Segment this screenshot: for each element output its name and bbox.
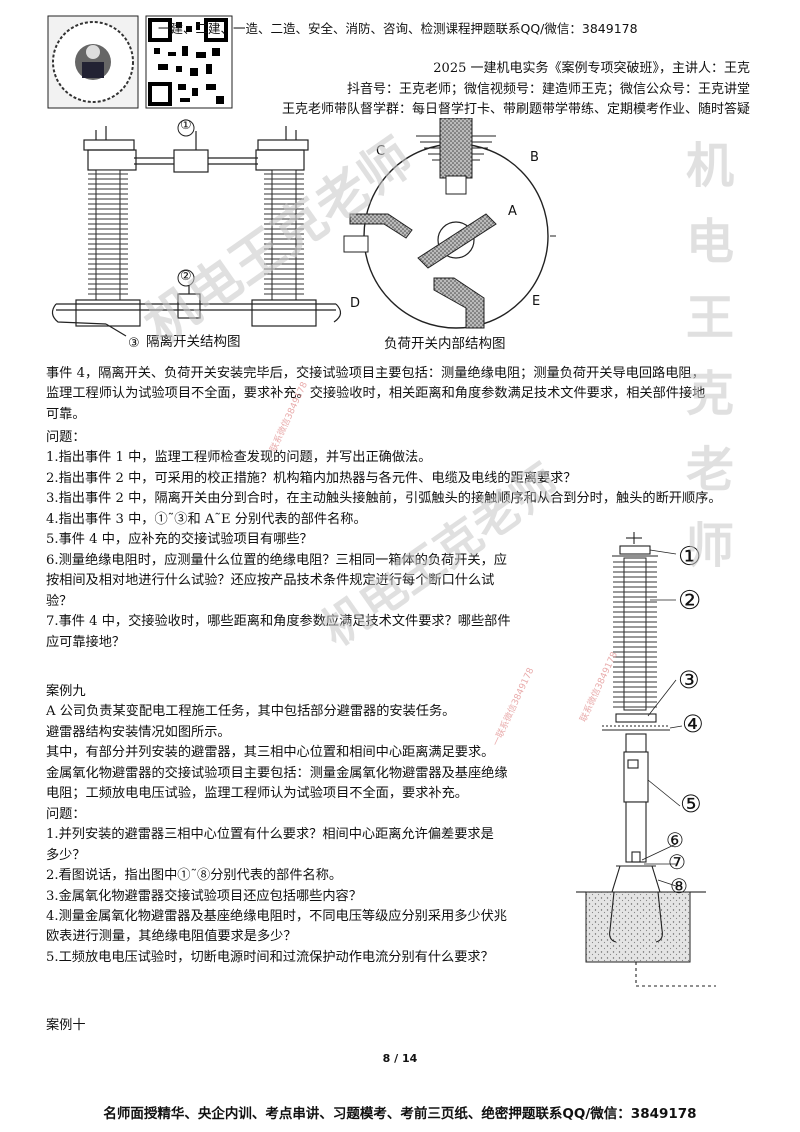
questions-case8: 问题： 1.指出事件 1 中，监理工程师检查发现的问题，并写出正确做法。 2.指… — [46, 428, 722, 653]
arrester-drawing — [576, 532, 716, 987]
question-item: 3.指出事件 2 中，隔离开关由分到合时，在主动触头接触前，引弧触头的接触顺序和… — [46, 491, 722, 507]
question-item: 7.事件 4 中，交接验收时，哪些距离和角度参数应满足技术文件要求？哪些部件 — [46, 614, 511, 630]
isolator-label-3: ③ — [128, 336, 140, 351]
case9-question: 4.测量金属氧化物避雷器及基座绝缘电阻时，不同电压等级应分别采用多少伏兆 — [46, 908, 507, 924]
social-line: 抖音号：王克老师；微信视频号：建造师王克；微信公众号：王克讲堂 — [346, 82, 750, 97]
question-item: 按相间及相对地进行什么试验？还应按产品技术条件规定进行每个断口什么试 — [46, 573, 495, 589]
case9-question: 欧表进行测量，其绝缘电阻值要求是多少？ — [46, 929, 297, 945]
question-item: 6.测量绝缘电阻时，应测量什么位置的绝缘电阻？三相同一箱体的负荷开关，应 — [46, 552, 507, 568]
isolator-switch-drawing — [51, 119, 342, 337]
arrester-label-4: ④ — [682, 710, 704, 738]
case9-line: 电阻；工频放电电压试验，监理工程师认为试验项目不全面，要求补充。 — [46, 786, 468, 802]
case9-question: 3.金属氧化物避雷器交接试验项目还应包括哪些内容？ — [46, 888, 362, 904]
question-item: 2.指出事件 2 中，可采用的校正措施？机构箱内加热器与各元件、电缆及电线的距离… — [46, 470, 577, 486]
load-switch-figure: C B A D E 负荷开关内部结构图 — [336, 117, 576, 358]
case9-question: 1.并列安装的避雷器三相中心位置有什么要求？相间中心距离允许偏差要求是 — [46, 827, 494, 843]
qr-code-image — [46, 12, 236, 112]
loadswitch-label-b: B — [530, 150, 539, 165]
loadswitch-label-a: A — [508, 204, 517, 219]
arrester-label-2: ② — [678, 586, 702, 616]
loadswitch-label-c: C — [376, 144, 386, 159]
loadswitch-caption: 负荷开关内部结构图 — [384, 336, 506, 352]
case9-question: 2.看图说话，指出图中①˜⑧分别代表的部件名称。 — [46, 868, 343, 884]
arrester-label-3: ③ — [678, 666, 700, 694]
isolator-switch-figure: ① ② ③ 隔离开关结构图 — [46, 118, 356, 351]
isolator-label-2: ② — [180, 269, 192, 284]
event4-paragraph: 事件 4，隔离开关、负荷开关安装完毕后，交接试验项目主要包括：测量绝缘电阻；测量… — [46, 364, 705, 425]
qr-code-banner — [46, 12, 236, 112]
arrester-label-5: ⑤ — [680, 790, 702, 818]
arrester-label-6: ⑥ — [666, 828, 684, 852]
case9-question: 多少？ — [46, 847, 86, 863]
case9-section: 案例九 A 公司负责某变配电工程施工任务，其中包括部分避雷器的安装任务。 避雷器… — [46, 682, 508, 968]
case10-title: 案例十 — [46, 1018, 86, 1033]
question-item: 4.指出事件 3 中，①˜③和 A˜E 分别代表的部件名称。 — [46, 511, 367, 527]
arrester-label-7: ⑦ — [668, 850, 686, 874]
arrester-label-8: ⑧ — [670, 874, 688, 898]
load-switch-drawing — [343, 117, 556, 329]
banner-text: 一建、二建、一造、二造、安全、消防、咨询、检测课程押题联系QQ/微信：38491… — [158, 21, 638, 36]
case9-line: 金属氧化物避雷器的交接试验项目主要包括：测量金属氧化物避雷器及基座绝缘 — [46, 765, 508, 781]
group-line: 王克老师带队督学群：每日督学打卡、带刷题带学带练、定期模考作业、随时答疑 — [281, 102, 750, 117]
isolator-callouts — [177, 119, 195, 287]
footer-banner: 名师面授精华、央企内训、考点串讲、习题模考、考前三页纸、绝密押题联系QQ/微信：… — [103, 1106, 697, 1122]
case9-question: 5.工频放电电压试验时，切断电源时间和过流保护动作电流分别有什么要求？ — [46, 949, 494, 965]
event4-line: 事件 4，隔离开关、负荷开关安装完毕后，交接试验项目主要包括：测量绝缘电阻；测量… — [46, 366, 705, 381]
questions-heading: 问题： — [46, 430, 86, 445]
isolator-label-1: ① — [180, 118, 192, 133]
event4-line: 可靠。 — [46, 406, 86, 422]
page-number: 8 / 14 — [382, 1052, 418, 1065]
loadswitch-label-d: D — [350, 296, 361, 311]
case9-line: 其中，有部分并列安装的避雷器，其三相中心位置和相间中心距离满足要求。 — [46, 745, 495, 761]
question-item: 5.事件 4 中，应补充的交接试验项目有哪些？ — [46, 532, 313, 548]
question-item: 应可靠接地？ — [46, 634, 126, 650]
event4-line: 监理工程师认为试验项目不全面，要求补充。交接验收时，相关距离和角度参数满足技术文… — [46, 386, 706, 402]
case9-questions-heading: 问题： — [46, 806, 86, 822]
watermark-vertical: 机电王克老师 — [677, 140, 733, 596]
loadswitch-label-e: E — [532, 294, 541, 309]
arrester-label-1: ① — [678, 542, 702, 572]
arrester-figure: ① ② ③ ④ ⑤ ⑥ ⑦ ⑧ — [576, 530, 740, 990]
question-item: 1.指出事件 1 中，监理工程师检查发现的问题，并写出正确做法。 — [46, 450, 432, 466]
isolator-caption: 隔离开关结构图 — [146, 334, 241, 350]
case9-title: 案例九 — [46, 684, 86, 699]
question-item: 验？ — [46, 593, 73, 609]
case9-line: A 公司负责某变配电工程施工任务，其中包括部分避雷器的安装任务。 — [46, 704, 456, 720]
case9-line: 避雷器结构安装情况如图所示。 — [46, 724, 231, 740]
course-line: 2025 一建机电实务《案例专项突破班》，主讲人：王克 — [433, 61, 750, 76]
